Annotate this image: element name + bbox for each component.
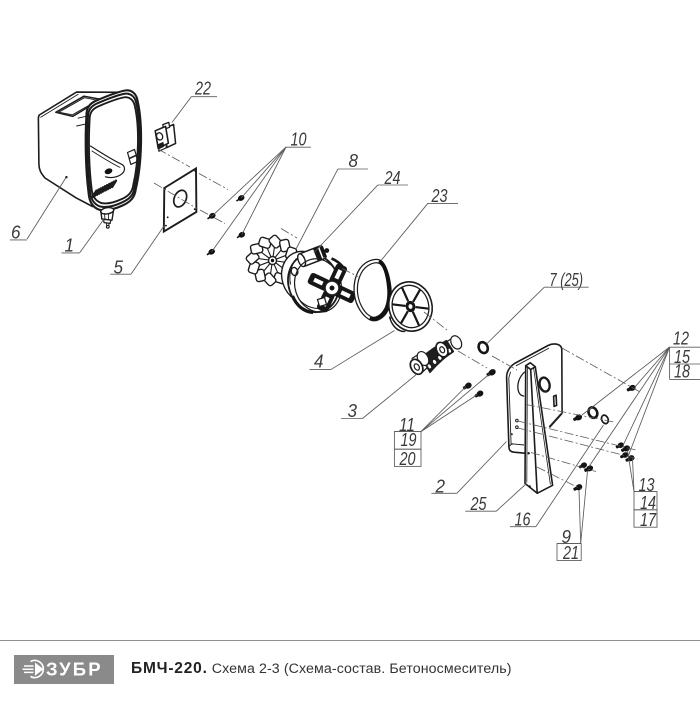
svg-text:6: 6 <box>11 223 21 243</box>
svg-text:11: 11 <box>399 415 415 435</box>
svg-text:8: 8 <box>349 151 359 171</box>
svg-text:17: 17 <box>640 510 657 530</box>
svg-text:23: 23 <box>431 186 448 206</box>
svg-text:21: 21 <box>562 543 579 563</box>
svg-text:24: 24 <box>384 168 401 188</box>
svg-text:БМЧ-220. Схема 2-3 (Схема-сост: БМЧ-220. Схема 2-3 (Схема-состав. Бетоно… <box>131 660 512 677</box>
svg-text:18: 18 <box>674 362 690 382</box>
svg-text:3: 3 <box>348 401 358 421</box>
svg-text:4: 4 <box>314 352 324 372</box>
svg-text:5: 5 <box>114 257 124 277</box>
svg-text:7 (25): 7 (25) <box>550 270 584 290</box>
svg-text:22: 22 <box>194 79 211 99</box>
svg-text:14: 14 <box>640 493 656 513</box>
svg-text:2: 2 <box>435 476 445 496</box>
svg-text:13: 13 <box>639 475 655 495</box>
svg-text:25: 25 <box>470 494 488 514</box>
svg-text:15: 15 <box>674 347 691 367</box>
svg-text:1: 1 <box>65 235 75 255</box>
svg-text:20: 20 <box>399 449 416 469</box>
svg-text:19: 19 <box>401 430 417 450</box>
svg-text:12: 12 <box>673 329 689 349</box>
svg-text:9: 9 <box>562 527 572 547</box>
svg-text:10: 10 <box>291 130 307 150</box>
svg-text:16: 16 <box>515 509 532 529</box>
svg-text:ЗУБР: ЗУБР <box>46 659 103 680</box>
